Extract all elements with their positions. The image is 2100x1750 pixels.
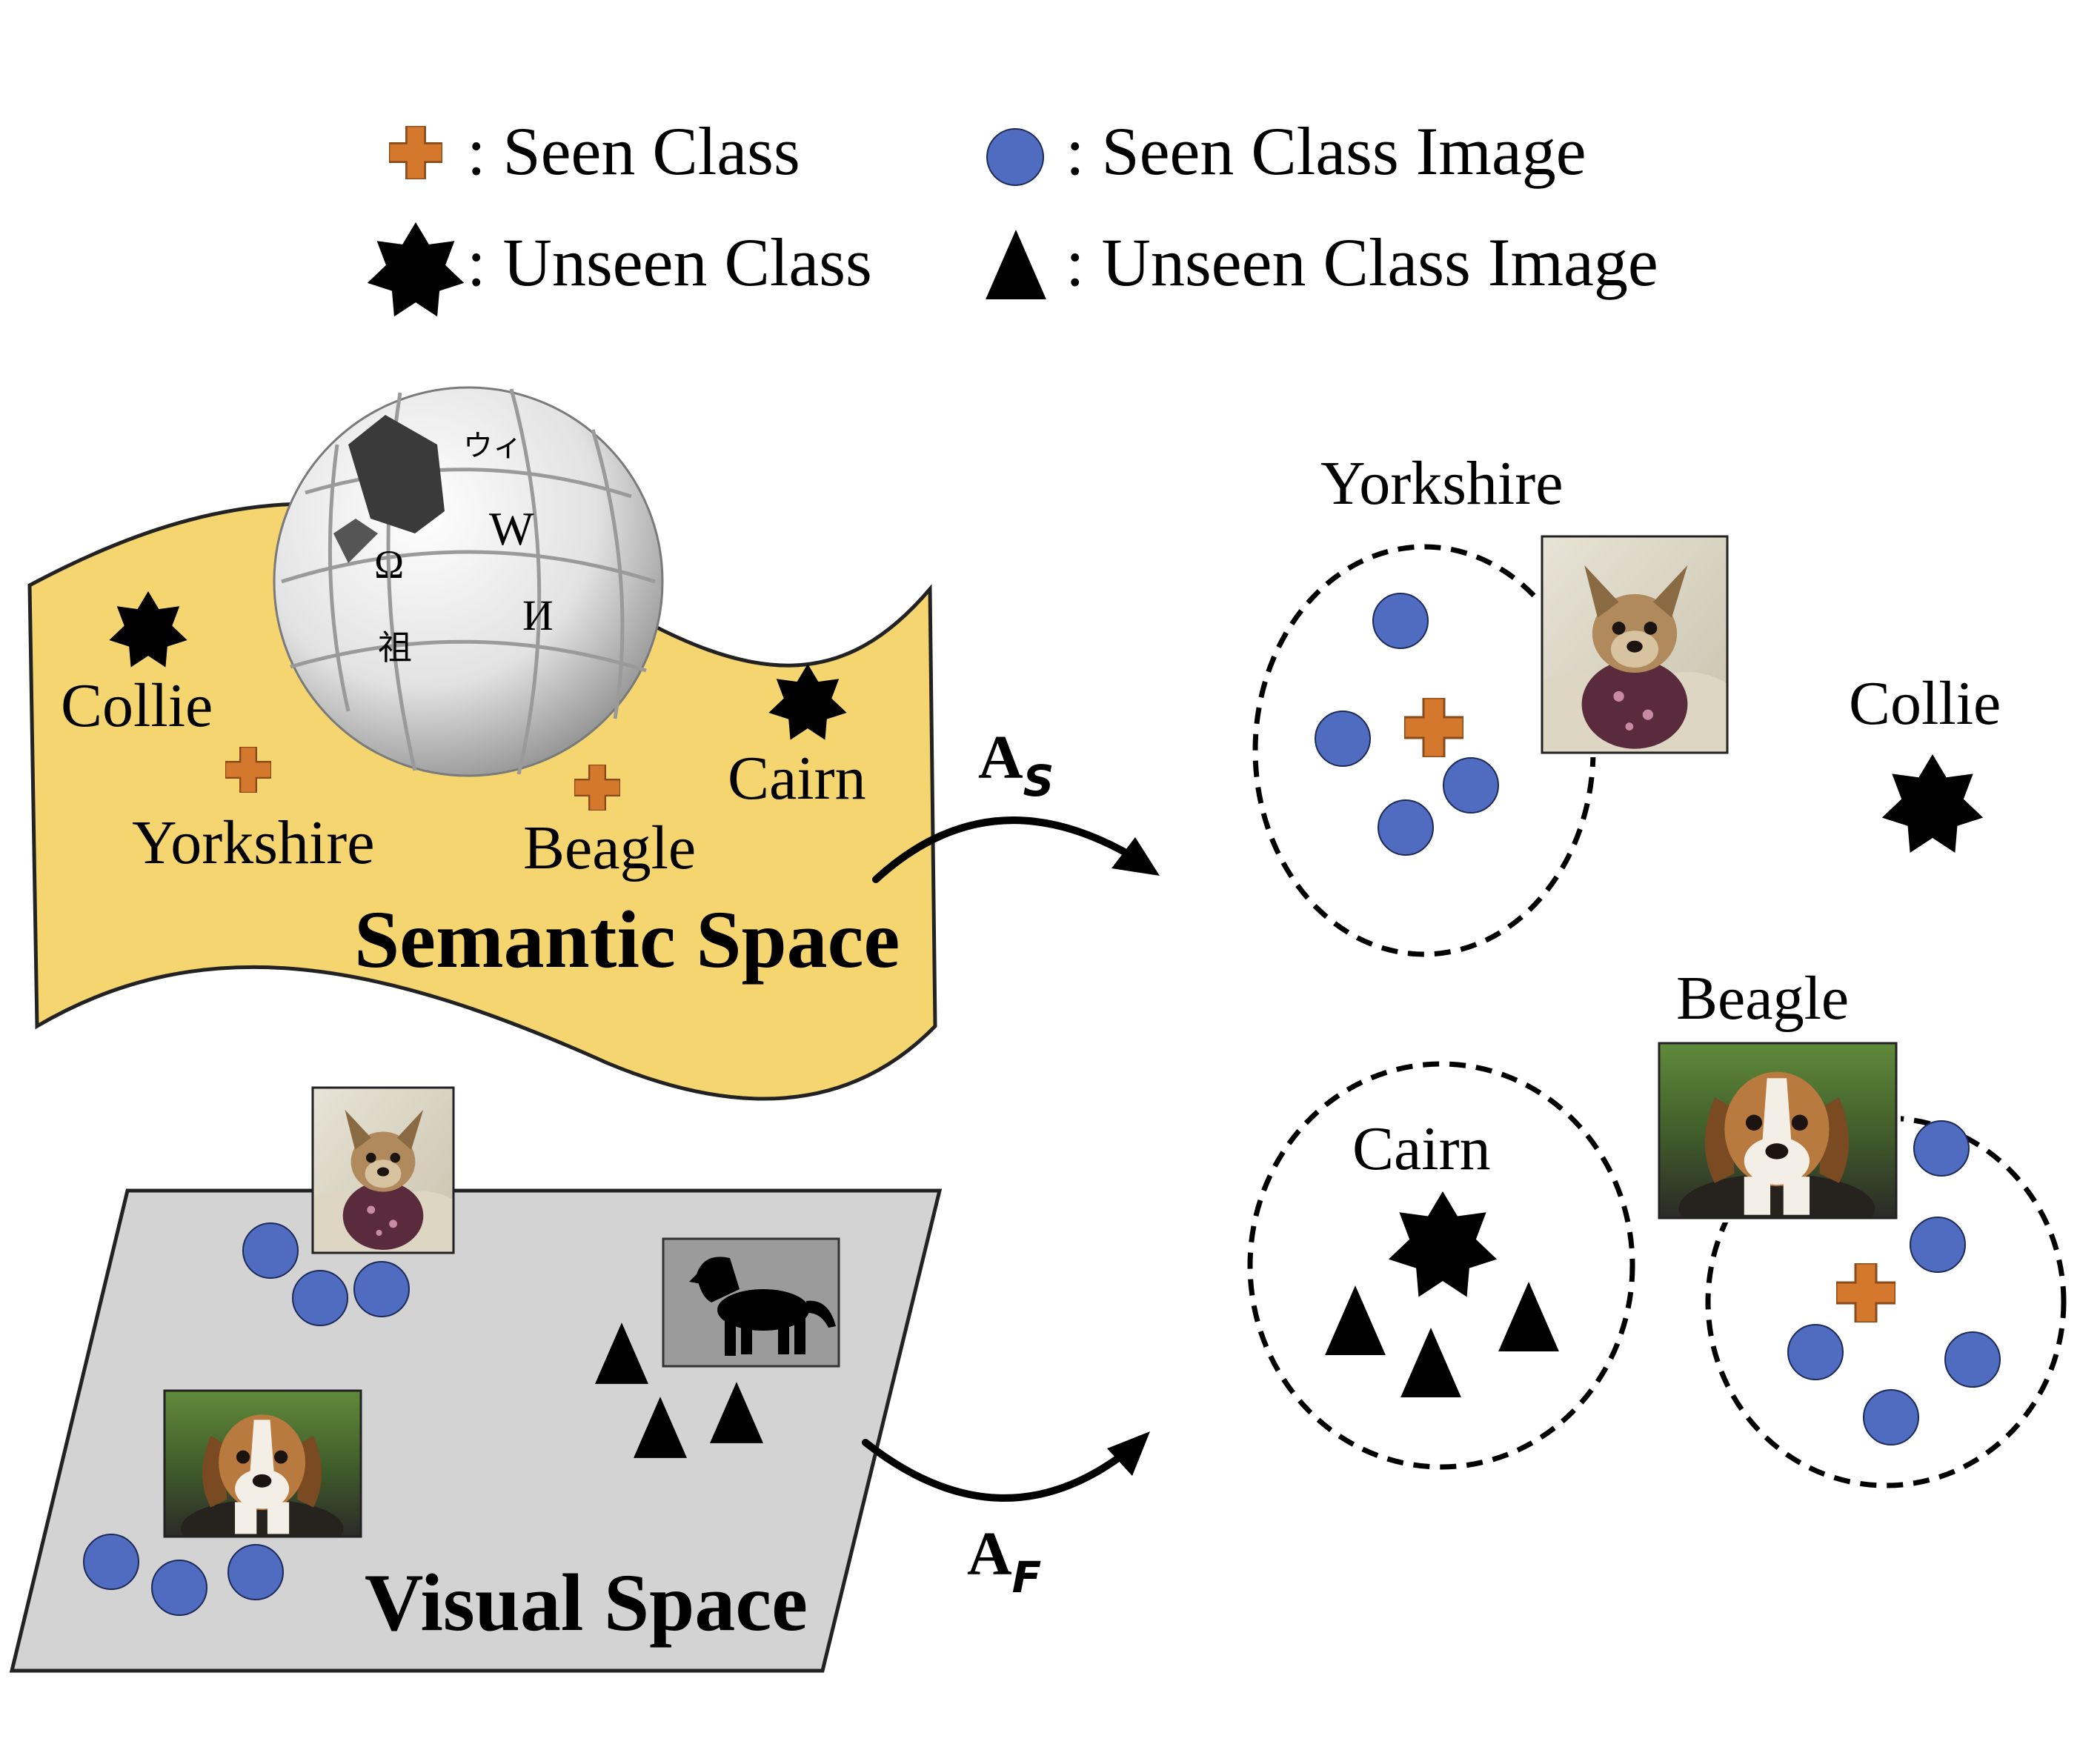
cluster-beagle-photo [1655,1039,1901,1222]
semantic-arrow-label: AS [978,723,1054,806]
visual-seen-image-circle-icon [292,1270,348,1326]
visual-arrow: AF [862,1431,1150,1603]
cluster-collie-label: Collie [1849,669,2001,738]
cluster-beagle: Beagle [1655,964,2067,1488]
cluster-unseen-image-triangle-icon [1498,1282,1559,1351]
dog-silhouette-icon [689,1257,836,1356]
globe-glyph-i: И [522,591,554,639]
semantic-yorkshire-label: Yorkshire [132,808,375,877]
semantic-arrow: AS [872,723,1160,883]
cluster-cairn-boundary [1247,1061,1635,1470]
legend-unseen-class-image-label: : Unseen Class Image [1066,224,1658,300]
cluster-unseen-image-triangle-icon [1325,1285,1386,1355]
visual-seen-image-circle-icon [83,1534,139,1590]
cluster-collie-star-icon [1881,754,1984,853]
legend-unseen-class-label: : Unseen Class [467,224,872,300]
visual-space: ? Visual Space [9,1086,943,1673]
visual-seen-image-circle-icon [151,1560,207,1616]
cluster-seen-image-circle-icon [1372,593,1429,649]
cluster-seen-image-circle-icon [1944,1331,2001,1388]
cluster-seen-image-circle-icon [1443,757,1499,814]
globe-glyph-w: W [489,502,534,555]
visual-yorkshire-photo [311,1086,455,1254]
globe-glyph-omega: Ω [374,542,404,587]
visual-arrow-subscript: F [1012,1552,1042,1603]
semantic-space-title: Semantic Space [354,894,900,985]
legend-unseen-class-image-triangle-icon [986,230,1046,299]
unknown-dog-question-mark: ? [745,1296,757,1323]
visual-space-title: Visual Space [365,1557,808,1648]
cluster-seen-image-circle-icon [1910,1217,1966,1273]
semantic-space: Ω W И 祖 ウィ Collie Yorkshire Beagle Cairn… [27,386,937,1101]
cluster-seen-image-circle-icon [1315,711,1371,767]
cluster-collie: Collie [1849,669,2001,853]
visual-arrow-main: A [967,1520,1012,1588]
cluster-seen-image-circle-icon [1378,799,1434,856]
wikipedia-globe-icon: Ω W И 祖 ウィ [273,386,664,777]
visual-beagle-photo [163,1389,362,1538]
visual-seen-image-circle-icon [227,1544,284,1600]
cluster-cairn-label: Cairn [1352,1114,1491,1183]
legend-unseen-class-star-icon [367,222,465,317]
cluster-unseen-image-triangle-icon [1400,1328,1461,1397]
cluster-cairn-star-icon [1388,1191,1498,1297]
legend-seen-class-label: : Seen Class [467,113,800,189]
semantic-collie-label: Collie [61,671,213,740]
cluster-seen-image-circle-icon [1913,1120,1970,1177]
visual-arrow-label: AF [967,1520,1041,1603]
legend-seen-class-cross-icon [389,126,442,179]
visual-unknown-dog-photo: ? [662,1237,840,1368]
legend-seen-class-image-circle-icon [986,128,1044,186]
semantic-cairn-label: Cairn [728,744,866,813]
semantic-arrow-subscript: S [1023,756,1054,806]
legend-seen-class-image-label: : Seen Class Image [1066,113,1586,189]
cluster-yorkshire: Yorkshire [1252,449,1732,957]
cluster-beagle-boundary [1705,1115,2067,1488]
cluster-beagle-cross-icon [1836,1263,1895,1323]
cluster-seen-image-circle-icon [1787,1324,1844,1380]
cluster-yorkshire-photo [1538,532,1732,757]
cluster-yorkshire-cross-icon [1404,698,1463,757]
globe-glyph-wi: ウィ [463,429,522,462]
legend: : Seen Class : Unseen Class : Seen Class… [367,113,1658,317]
semantic-arrow-main: A [978,723,1023,792]
globe-glyph-zu: 祖 [378,629,412,667]
cluster-cairn: Cairn [1247,1061,1635,1470]
semantic-beagle-label: Beagle [523,814,696,882]
visual-seen-image-circle-icon [242,1222,299,1279]
visual-seen-image-circle-icon [353,1261,410,1317]
cluster-beagle-label: Beagle [1676,964,1849,1033]
cluster-seen-image-circle-icon [1863,1389,1919,1445]
cluster-yorkshire-label: Yorkshire [1320,449,1564,518]
